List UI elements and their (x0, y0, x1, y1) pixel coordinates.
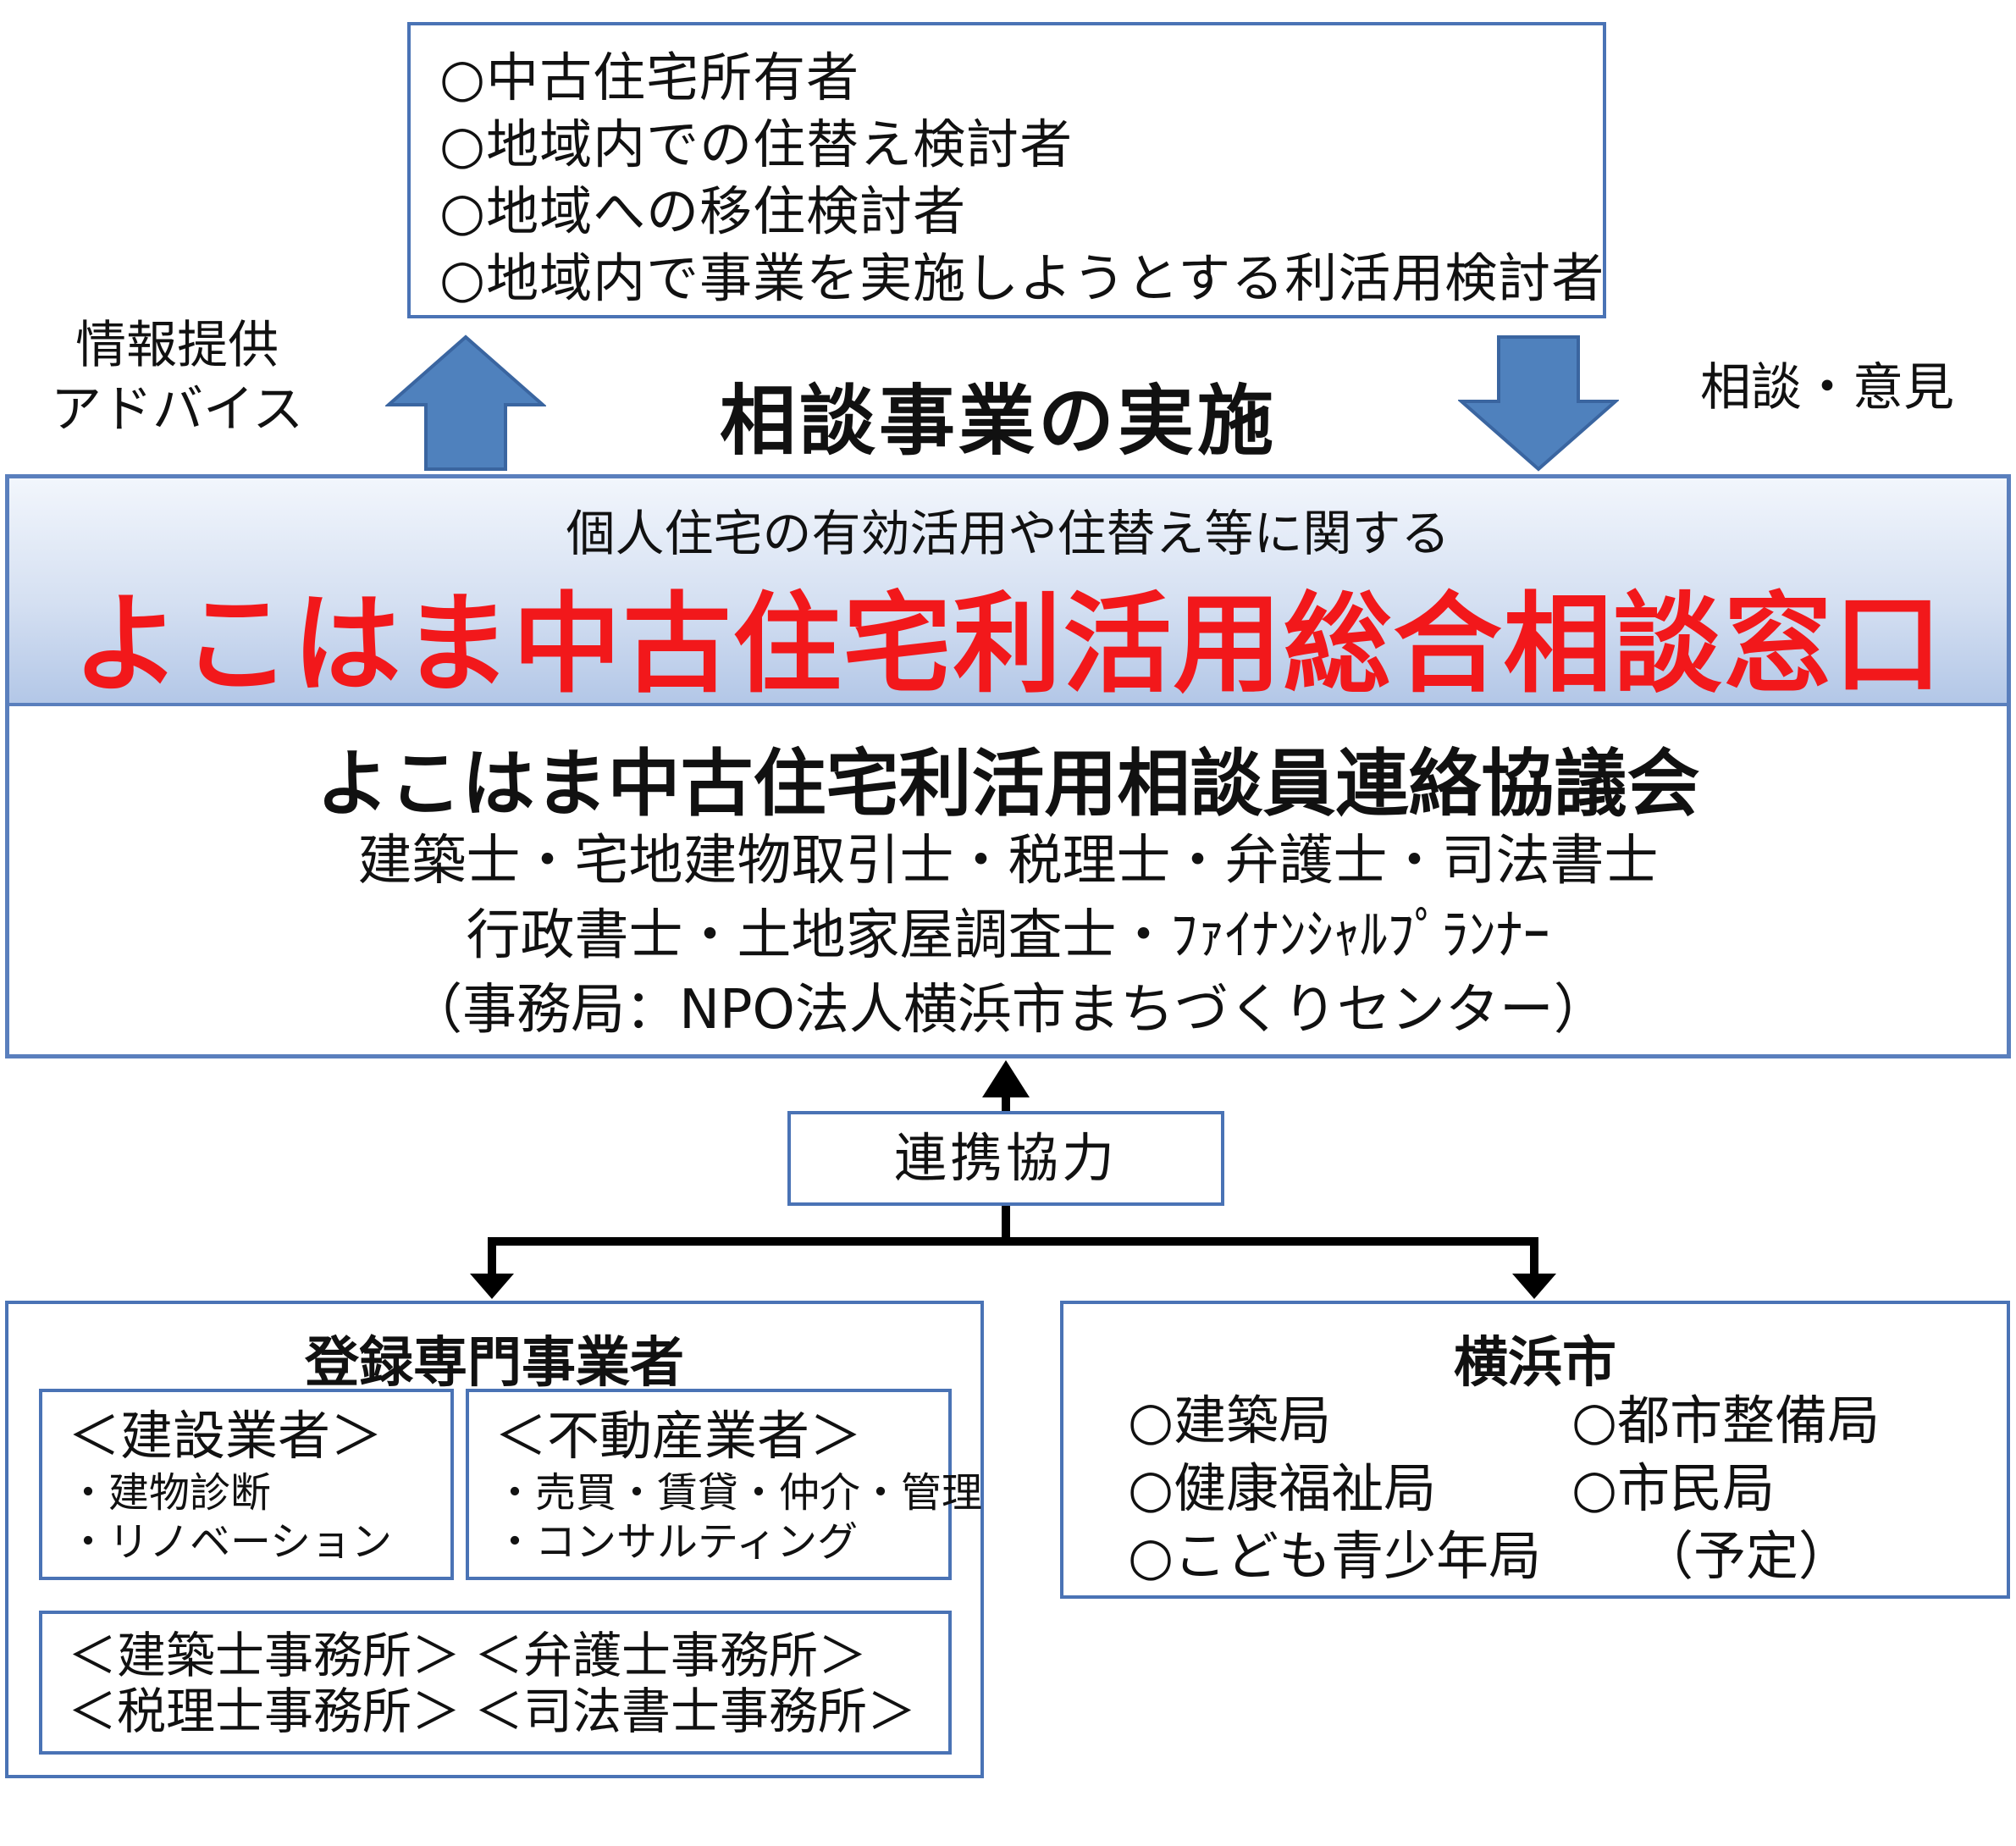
city-bureau-item: ○健康福祉局 (1128, 1457, 1437, 1519)
member-professions-line: 建築士・宅地建物取引士・税理士・弁護士・司法書士 (357, 830, 1659, 893)
service-item: ・建物診断 (68, 1469, 272, 1517)
planned-note: （予定） (1641, 1525, 1852, 1587)
registered-businesses-title: 登録専門事業者 (305, 1332, 684, 1395)
down-arrow-icon (1458, 335, 1619, 472)
window-subtitle: 個人住宅の有効活用や住替え等に関する (566, 505, 1450, 562)
office-item: ＜建築士事務所＞ (68, 1627, 461, 1684)
connector-lines (470, 1060, 1556, 1299)
office-row: ＜建築士事務所＞ ＜弁護士事務所＞ (68, 1628, 948, 1683)
council-title: よこはま中古住宅利活用相談員連絡協議会 (316, 742, 1700, 826)
construction-companies-title: ＜建設業者＞ (68, 1405, 384, 1467)
office-item: ＜税理士事務所＞ (68, 1683, 461, 1740)
real-estate-companies-title: ＜不動産業者＞ (494, 1405, 863, 1467)
professional-offices-card: ＜建築士事務所＞ ＜弁護士事務所＞ ＜税理士事務所＞ ＜司法書士事務所＞ (39, 1611, 952, 1755)
city-bureau-item: ○こども青少年局 (1128, 1525, 1542, 1587)
consultation-window-panel: 個人住宅の有効活用や住替え等に関する よこはま中古住宅利活用総合相談窓口 よこは… (5, 474, 2011, 1058)
member-professions-line: 行政書士・土地家屋調査士・ﾌｧｲﾅﾝｼｬﾙﾌﾟﾗﾝﾅｰ (466, 904, 1550, 967)
city-bureau-item: ○建築局 (1128, 1390, 1332, 1451)
window-title: よこはま中古住宅利活用総合相談窓口 (72, 582, 1944, 708)
target-item: ○地域への移住検討者 (439, 180, 967, 242)
construction-companies-card: ＜建設業者＞ ・建物診断 ・リノベーション (39, 1389, 454, 1580)
office-item: ＜司法書士事務所＞ (474, 1683, 917, 1740)
target-item: ○地域内での住替え検討者 (439, 113, 1074, 175)
target-users-box: ○中古住宅所有者 ○地域内での住替え検討者 ○地域への移住検討者 ○地域内で事業… (407, 22, 1606, 318)
registered-businesses-box: 登録専門事業者 ＜建設業者＞ ・建物診断 ・リノベーション ＜不動産業者＞ ・売… (5, 1301, 984, 1778)
real-estate-companies-card: ＜不動産業者＞ ・売買・賃貸・仲介・管理 ・コンサルティング (466, 1389, 983, 1580)
cooperation-box: 連携協力 (787, 1111, 1224, 1206)
service-item: ・売買・賃貸・仲介・管理 (494, 1469, 983, 1517)
consultation-opinion-label: 相談・意見 (1700, 358, 1954, 417)
service-item: ・コンサルティング (494, 1518, 859, 1566)
city-bureau-item: ○都市整備局 (1571, 1390, 1881, 1451)
office-item: ＜弁護士事務所＞ (474, 1627, 868, 1684)
yokohama-city-box: 横浜市 ○建築局 ○健康福祉局 ○こども青少年局 ○都市整備局 ○市民局 （予定… (1060, 1301, 2010, 1599)
yokohama-city-title: 横浜市 (1454, 1332, 1616, 1395)
info-provision-label: 情報提供 アドバイス (51, 316, 304, 439)
secretariat-line: （事務局：NPO法人横浜市まちづくりセンター） (408, 979, 1608, 1042)
up-arrow-icon (385, 334, 546, 471)
target-item: ○中古住宅所有者 (439, 47, 860, 108)
city-bureau-item: ○市民局 (1571, 1457, 1776, 1519)
service-item: ・リノベーション (68, 1518, 393, 1566)
consultation-project-title: 相談事業の実施 (720, 377, 1277, 466)
target-item: ○地域内で事業を実施しようとする利活用検討者 (439, 247, 1605, 309)
window-header: 個人住宅の有効活用や住替え等に関する よこはま中古住宅利活用総合相談窓口 (9, 478, 2007, 708)
office-row: ＜税理士事務所＞ ＜司法書士事務所＞ (68, 1683, 948, 1739)
